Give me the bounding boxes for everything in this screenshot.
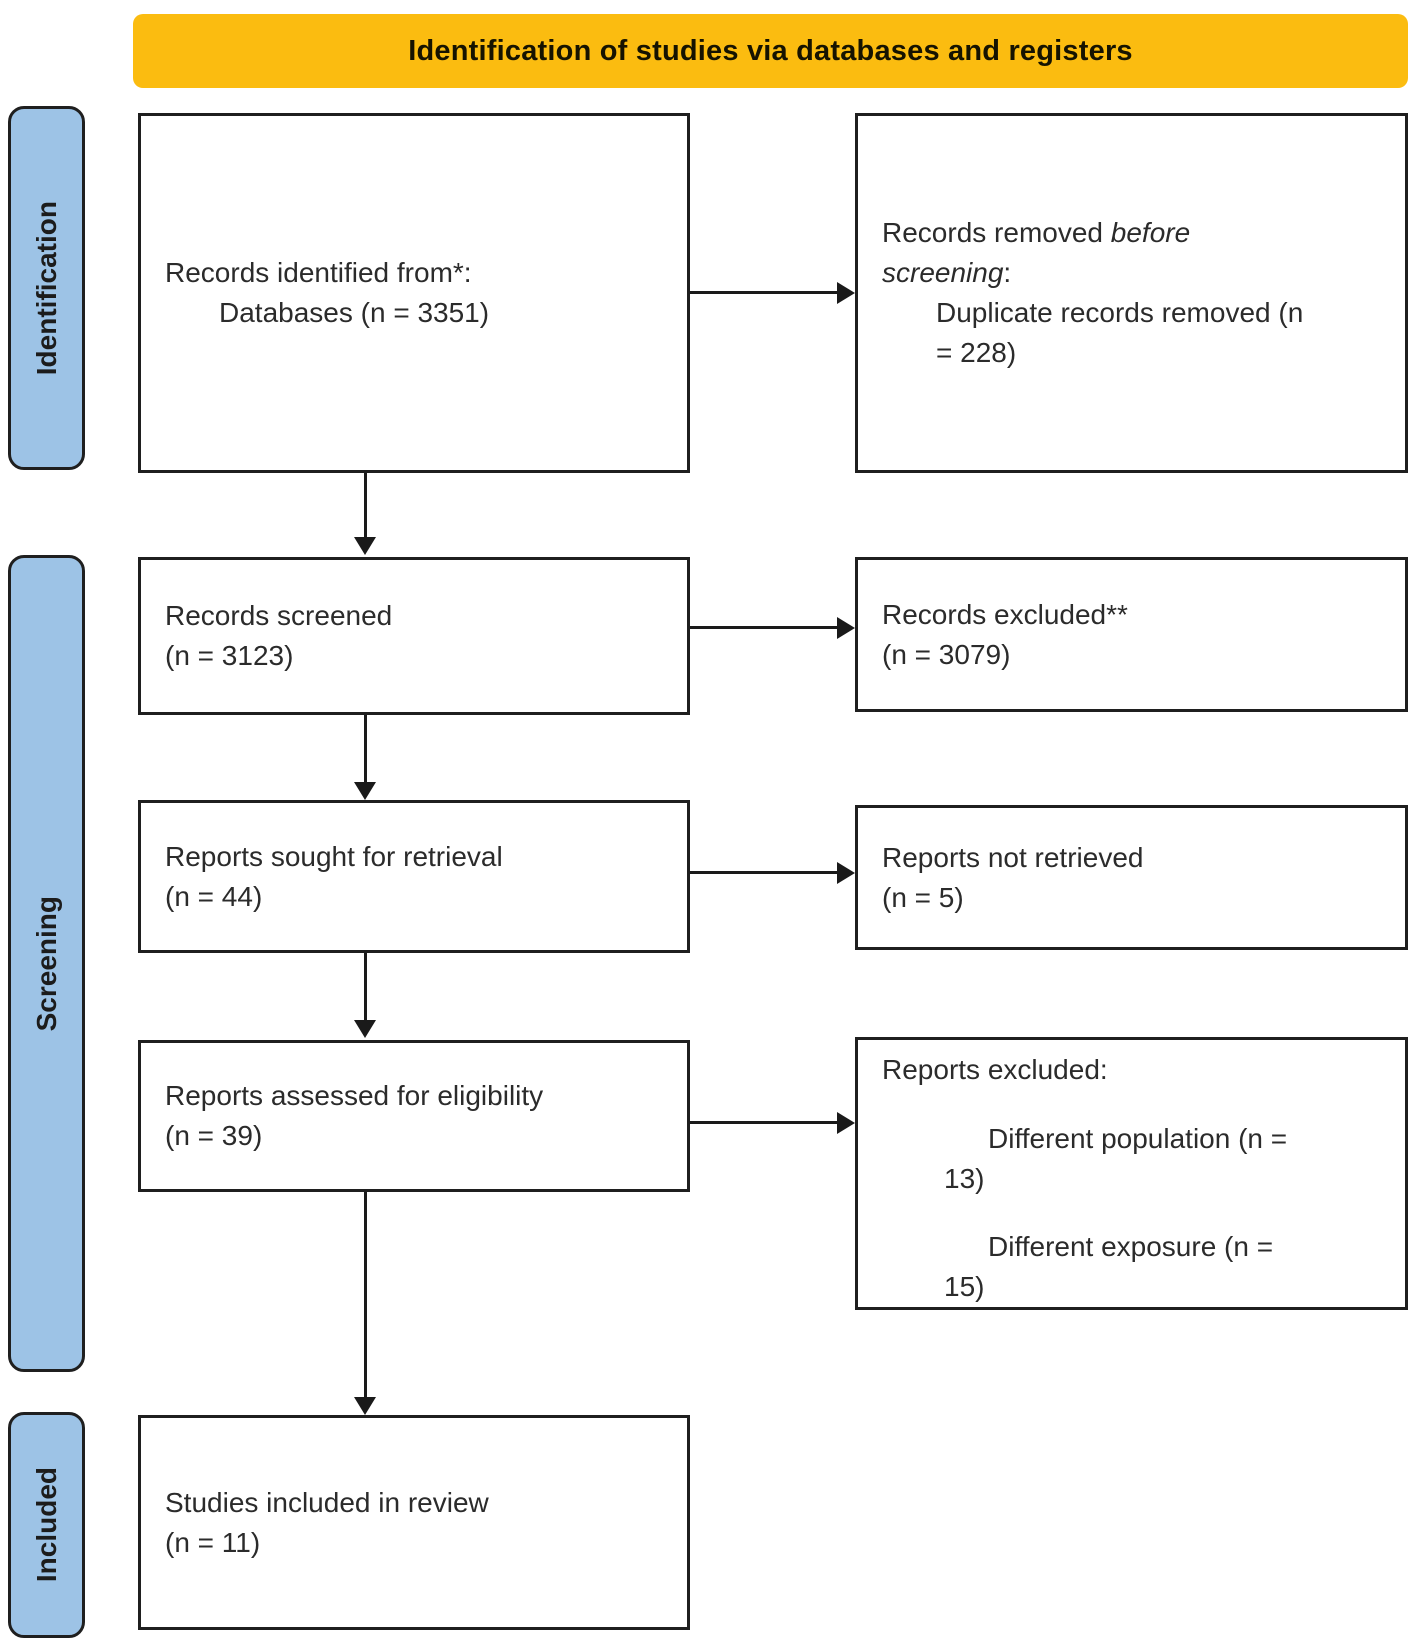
reports-excluded-reason1-line2: 13) [944,1162,985,1194]
records-removed-line4: = 228) [936,337,1017,368]
box-records-removed: Records removed before screening: Duplic… [855,113,1408,473]
box-reports-sought: Reports sought for retrieval (n = 44) [138,800,690,953]
arrow-right-head-icon [837,282,855,304]
sidebar-stage-included: Included [8,1412,85,1638]
records-excluded-line1: Records excluded** [882,598,1128,630]
reports-excluded-reason2-line2: 15) [944,1271,985,1302]
records-screened-line2: (n = 3123) [165,640,294,671]
records-removed-line3: Duplicate records removed (n [936,297,1304,328]
arrow-down-head-icon [354,1397,376,1415]
records-excluded-line2: (n = 3079) [882,638,1011,670]
box-records-identified: Records identified from*: Databases (n =… [138,113,690,473]
reports-excluded-reason2-line1: Different exposure (n = [988,1231,1274,1262]
reports-sought-line1: Reports sought for retrieval [165,840,503,872]
arrow-line [690,626,837,629]
records-screened-line1: Records screened [165,600,393,631]
studies-included-line1: Studies included in review [165,1486,489,1518]
records-removed-line2: screening: [882,257,1012,288]
records-removed-line1: Records removed before [882,217,1191,248]
reports-excluded-title: Reports excluded: [882,1054,1108,1085]
spacer [858,1199,1405,1228]
reports-sought-line2: (n = 44) [165,880,263,912]
sidebar-stage-screening: Screening [8,555,85,1372]
arrow-line [690,871,837,874]
records-identified-line1: Records identified from*: [165,257,472,288]
arrow-down-head-icon [354,1020,376,1038]
arrow-line [364,715,367,782]
arrow-line [364,953,367,1020]
reports-not-retrieved-line1: Reports not retrieved [882,841,1144,873]
reports-assessed-line1: Reports assessed for eligibility [165,1080,544,1111]
included-label: Included [30,1467,62,1583]
box-reports-not-retrieved: Reports not retrieved (n = 5) [855,805,1408,950]
arrow-down-head-icon [354,782,376,800]
arrow-line [690,291,837,294]
identification-label: Identification [30,200,62,376]
arrow-right-head-icon [837,1112,855,1134]
records-identified-line2: Databases (n = 3351) [219,297,490,328]
reports-assessed-line2: (n = 39) [165,1120,263,1151]
reports-excluded-reason1-line1: Different population (n = [988,1122,1288,1154]
banner-title: Identification of studies via databases … [133,14,1408,88]
box-studies-included: Studies included in review (n = 11) [138,1415,690,1630]
reports-not-retrieved-line2: (n = 5) [882,881,964,913]
box-records-excluded: Records excluded** (n = 3079) [855,557,1408,712]
sidebar-stage-identification: Identification [8,106,85,470]
box-reports-excluded-reasons: Reports excluded: Different population (… [855,1037,1408,1310]
arrow-line [690,1121,837,1124]
studies-included-line2: (n = 11) [165,1526,261,1558]
arrow-line [364,473,367,537]
banner-title-text: Identification of studies via databases … [408,34,1133,67]
arrow-right-head-icon [837,617,855,639]
spacer [858,1090,1405,1119]
box-reports-assessed: Reports assessed for eligibility (n = 39… [138,1040,690,1192]
arrow-right-head-icon [837,862,855,884]
screening-label: Screening [30,895,62,1032]
arrow-down-head-icon [354,537,376,555]
box-records-screened: Records screened (n = 3123) [138,557,690,715]
arrow-line [364,1192,367,1397]
